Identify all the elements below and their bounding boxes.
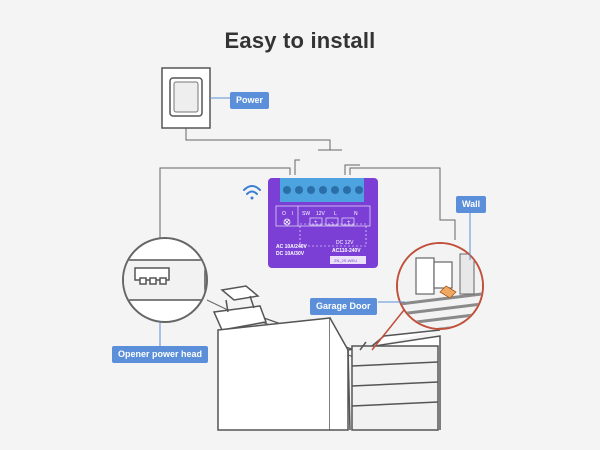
rating-dc: DC 10A/30V bbox=[276, 251, 305, 257]
symbol-minus: - bbox=[331, 220, 333, 226]
model-number: ZN_2S-WEU bbox=[334, 258, 357, 263]
garage-door bbox=[217, 317, 441, 431]
garage-door-label: Garage Door bbox=[310, 298, 377, 315]
supply-ac: AC110-240V bbox=[332, 248, 361, 254]
terminal-o: O bbox=[282, 211, 286, 217]
symbol-plus-2: + bbox=[347, 220, 351, 226]
terminal-sw: SW bbox=[302, 211, 310, 217]
power-label: Power bbox=[230, 92, 270, 109]
supply-dc: DC 12V bbox=[336, 240, 354, 246]
garage-door-callout bbox=[371, 242, 484, 351]
page-title: Easy to install bbox=[224, 28, 376, 53]
terminal-i: I bbox=[292, 211, 293, 217]
terminal-12v: 12V bbox=[316, 211, 326, 217]
wifi-icon bbox=[243, 185, 261, 200]
relay-module bbox=[268, 178, 378, 268]
terminal-l: L bbox=[334, 211, 337, 217]
wire-module-to-opener bbox=[159, 167, 291, 250]
bulb-icon bbox=[283, 218, 291, 226]
symbol-plus: + bbox=[314, 220, 318, 226]
terminal-n: N bbox=[354, 211, 358, 217]
wire-switch-to-module bbox=[185, 128, 331, 150]
light-switch-icon bbox=[161, 67, 211, 129]
wall-label: Wall bbox=[456, 196, 487, 213]
wires bbox=[159, 128, 456, 250]
opener-callout bbox=[122, 237, 233, 323]
rating-ac: AC 10A/240V bbox=[276, 244, 308, 250]
opener-power-head-label: Opener power head bbox=[112, 346, 209, 363]
wire-module-to-wall bbox=[349, 167, 456, 240]
